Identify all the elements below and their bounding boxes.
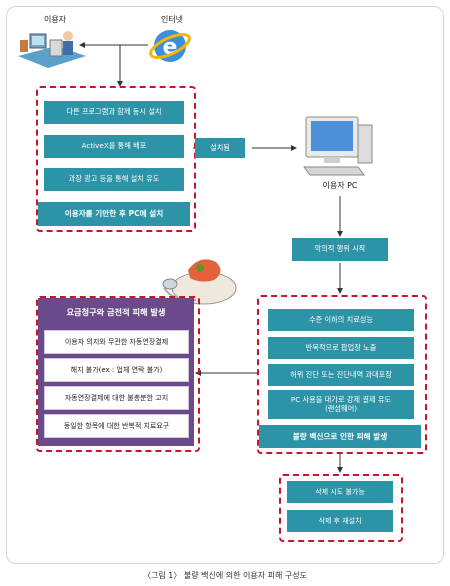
- install-method-item: 다른 프로그램과 함께 동시 설치: [44, 101, 184, 124]
- billing-item: 동일한 항목에 대한 반복적 치료요구: [44, 414, 189, 438]
- user-pc-label: 이용자 PC: [322, 181, 358, 190]
- billing-title: 요금청구와 금전적 피해 발생: [66, 307, 166, 317]
- user-pc-illustration: [303, 116, 373, 176]
- billing-item: 자동연장결제에 대한 불충분한 고지: [44, 386, 189, 410]
- damage-item: 반복적으로 팝업창 노출: [268, 337, 414, 359]
- billing-item: 해지 불가(ex : 업체 연락 불가): [44, 358, 189, 382]
- damage-item: 수준 이하의 치료성능: [268, 309, 414, 331]
- install-method-item: 과장 광고 등을 통해 설치 유도: [44, 168, 184, 191]
- install-methods-banner: 이용자를 기만한 후 PC에 설치: [38, 202, 190, 226]
- removal-item: 삭제 시도 불가능: [287, 481, 393, 503]
- install-methods-group: [36, 86, 196, 232]
- removal-group: [279, 474, 403, 542]
- user-illustration: [18, 31, 86, 68]
- billing-item: 이용자 의지와 무관한 자동연장결제: [44, 330, 189, 354]
- damage-group: [257, 295, 427, 454]
- damage-item: 허위 진단 또는 진단내역 과대포장: [268, 364, 414, 386]
- installed-box: 설치됨: [195, 138, 245, 158]
- figure-caption: 〈그림 1〉 불량 백신에 의한 이용자 피해 구성도: [142, 571, 307, 580]
- install-method-item: ActiveX를 통해 배포: [44, 135, 184, 158]
- damage-banner: 불량 백신으로 인한 피해 발생: [259, 425, 421, 448]
- internet-explorer-icon: e: [149, 30, 191, 62]
- malicious-start-box: 악의적 행위 시작: [292, 238, 388, 261]
- damage-item: PC 사용을 대가로 강제 결제 유도 (랜섬웨어): [268, 390, 414, 419]
- internet-label: 인터넷: [160, 15, 184, 24]
- billing-group: [36, 296, 200, 452]
- removal-item: 삭제 후 재설치: [287, 510, 393, 532]
- user-label: 이용자: [43, 15, 67, 24]
